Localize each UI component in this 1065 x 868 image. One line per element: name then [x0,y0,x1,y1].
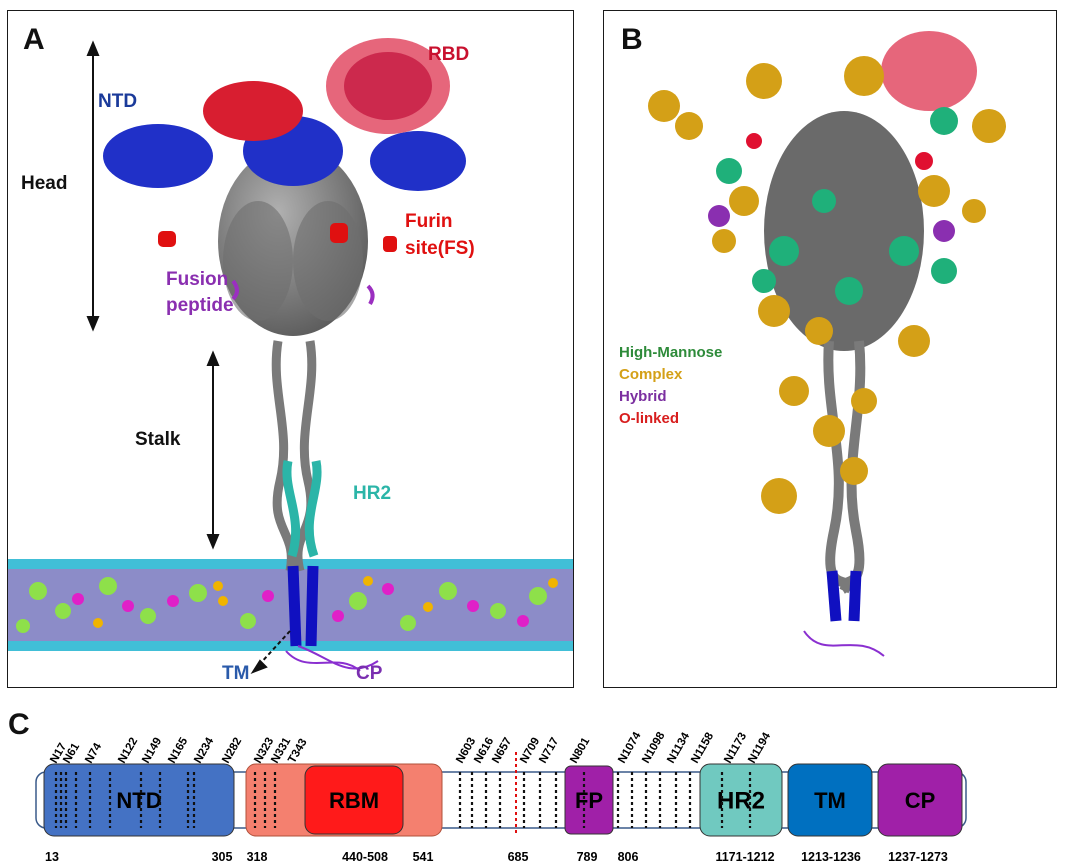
legend-hybrid: Hybrid [619,388,667,405]
position-label: 318 [247,850,268,864]
site-label-n165: N165 [166,735,190,765]
cp-label: CP [356,663,383,684]
panel-b-label: B [621,23,643,56]
position-label: 305 [212,850,233,864]
rbm-domain-box [304,765,404,835]
furin-site-label-line2: site(FS) [405,238,475,259]
site-label-n1134: N1134 [665,730,692,765]
panel-c-label: C [8,708,30,741]
fp-domain-box [564,765,614,835]
legend-o-linked: O-linked [619,410,680,427]
position-label: 1237-1273 [888,850,948,864]
fusion-peptide-label-line1: Fusion [166,269,229,290]
site-label-n801: N801 [568,735,592,765]
fusion-peptide-label-line2: peptide [166,295,234,316]
position-label: 806 [618,850,639,864]
position-label: 541 [413,850,434,864]
panel-b: B High-Mannose Complex Hybrid O-linked [603,10,1057,688]
stalk-label: Stalk [135,429,181,450]
site-label-n1158: N1158 [689,730,716,765]
position-label: 1213-1236 [801,850,861,864]
tm-domain-label: TM [814,788,846,813]
region-arrows [86,40,291,675]
site-label-n122: N122 [116,736,140,766]
position-label: 440-508 [342,850,388,864]
head-label: Head [21,173,68,194]
legend-high-mannose: High-Mannose [619,344,723,361]
panel-a: A RBD NTD Head Furin site(FS) Fusion pep… [7,10,574,688]
spike-head [103,38,466,336]
tm-label: TM [222,663,250,684]
fp-domain-label: FP [575,788,603,813]
site-label-n149: N149 [140,736,164,766]
rbm-domain-label: RBM [329,788,379,813]
hr2-domain-box [699,763,783,837]
furin-site-label-line1: Furin [405,211,453,232]
site-label-n61: N61 [61,741,82,766]
glycan-spike [648,31,1006,657]
site-label-n1194: N1194 [746,730,773,765]
position-label: 13 [45,850,59,864]
spike-structure-illustration [8,38,573,675]
stalk-helices [271,340,379,672]
tm-domain-box [787,763,873,837]
legend-complex: Complex [619,366,683,383]
site-label-n1098: N1098 [640,730,668,766]
site-label-n717: N717 [537,736,561,766]
ntd-domain-box [43,763,235,837]
hr2-domain-label: HR2 [717,788,765,815]
glycosylated-spike-illustration [648,31,1006,657]
position-label: 685 [508,850,529,864]
site-label-n74: N74 [83,741,104,766]
ntd-domain-label: NTD [116,788,161,813]
rbd-label: RBD [428,44,470,65]
hr2-label: HR2 [353,483,392,504]
ntd-label: NTD [98,91,138,112]
site-label-n282: N282 [220,736,244,766]
cp-domain-box [877,763,963,837]
site-label-n657: N657 [490,736,514,766]
position-label: 789 [577,850,598,864]
site-label-n234: N234 [192,735,216,765]
panel-a-label: A [23,23,45,56]
site-label-n1173: N1173 [722,731,749,766]
cp-domain-label: CP [905,788,936,813]
position-label: 1171-1212 [715,850,774,864]
